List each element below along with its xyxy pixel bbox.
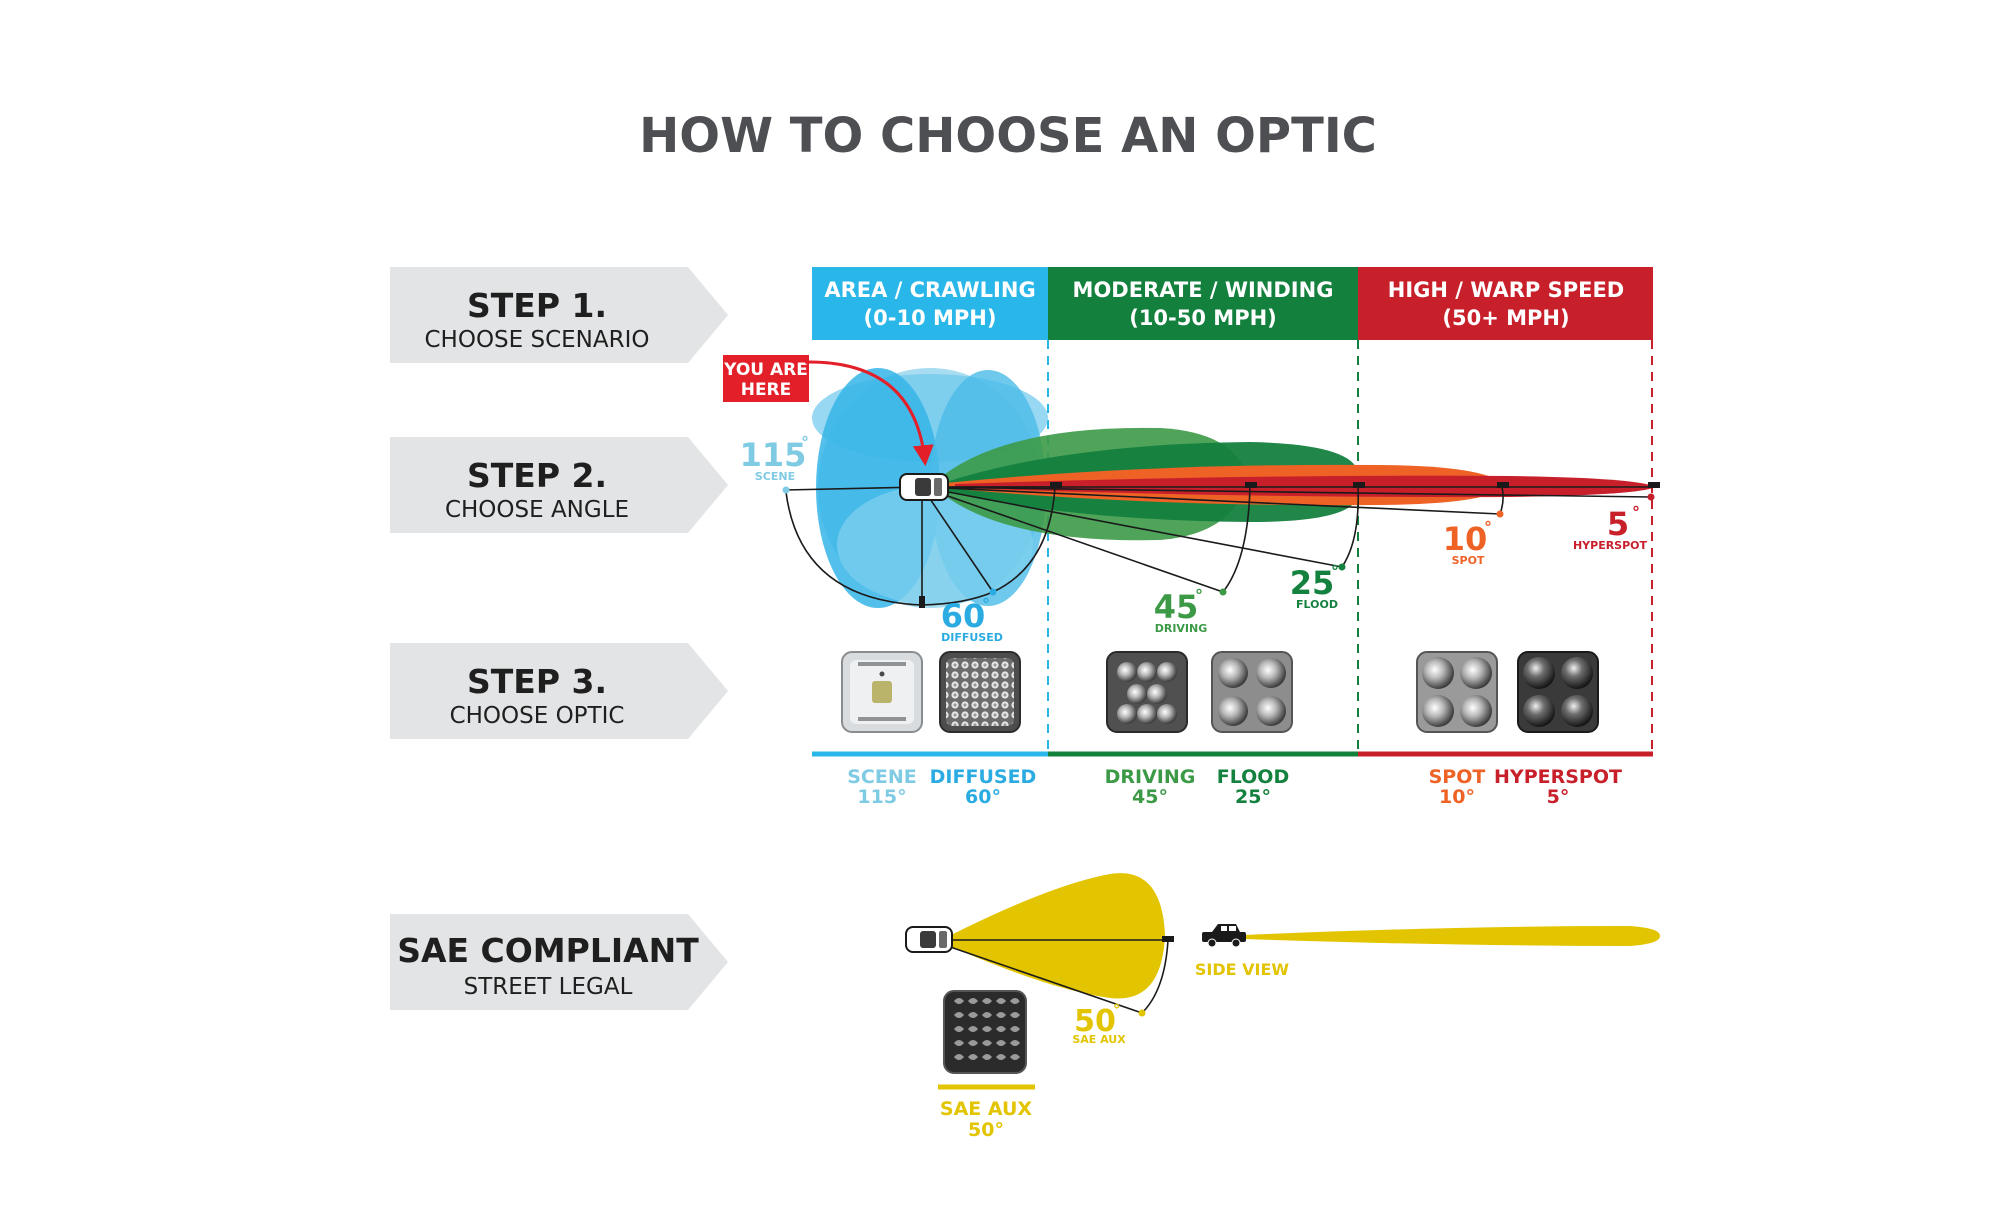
optic-scene-name: SCENE xyxy=(847,766,917,788)
angle-flood-degree: ° xyxy=(1331,562,1339,581)
angle-spot-label: SPOT xyxy=(1452,554,1485,567)
angle-label-flood: 25 ° FLOOD xyxy=(1290,562,1339,611)
sae-optic-name: SAE AUX xyxy=(940,1098,1033,1120)
angle-scene-degree: ° xyxy=(801,433,809,452)
optic-hyperspot-angle: 5° xyxy=(1547,786,1570,808)
step-3-title: STEP 3. xyxy=(467,662,607,701)
sae-optic-angle: 50° xyxy=(968,1119,1004,1141)
angle-arrow-tips xyxy=(782,486,1655,596)
optic-diffused-angle: 60° xyxy=(965,786,1001,808)
step-3-arrow: STEP 3. CHOOSE OPTIC xyxy=(390,643,728,739)
optic-scene-angle: 115° xyxy=(857,786,906,808)
angle-driving-value: 45 xyxy=(1154,588,1199,626)
optic-driving-angle: 45° xyxy=(1132,786,1168,808)
optic-hyperspot-name: HYPERSPOT xyxy=(1494,766,1622,788)
scenario-moderate-line2: (10-50 MPH) xyxy=(1129,306,1277,330)
angle-label-driving: 45 ° DRIVING xyxy=(1154,586,1208,635)
angle-endpoints xyxy=(919,482,1660,608)
optic-spot-image xyxy=(1416,651,1498,733)
step-2-title: STEP 2. xyxy=(467,456,607,495)
optic-diffused-image xyxy=(939,651,1021,733)
angle-spot-value: 10 xyxy=(1443,520,1488,558)
sae-side-beam xyxy=(1245,926,1660,946)
scenario-high-line1: HIGH / WARP SPEED xyxy=(1388,278,1624,302)
sae-arrow: SAE COMPLIANT STREET LEGAL xyxy=(390,914,728,1010)
angle-label-spot: 10 ° SPOT xyxy=(1443,518,1492,567)
angle-hyperspot-value: 5 xyxy=(1607,505,1629,543)
truck-side-icon xyxy=(1202,924,1246,948)
you-are-here-badge: YOU ARE HERE xyxy=(723,355,809,402)
angle-driving-degree: ° xyxy=(1195,586,1203,605)
angle-label-diffused: 60 ° DIFFUSED xyxy=(941,595,1003,644)
angle-diffused-label: DIFFUSED xyxy=(941,631,1003,644)
optic-hyperspot-image xyxy=(1517,651,1599,733)
optic-driving-name: DRIVING xyxy=(1105,766,1196,788)
scenario-area-line1: AREA / CRAWLING xyxy=(824,278,1035,302)
angle-label-hyperspot: 5 ° HYPERSPOT xyxy=(1573,503,1648,552)
step-1-title: STEP 1. xyxy=(467,286,607,325)
sae-subtitle: STREET LEGAL xyxy=(464,974,633,1000)
step-2-arrow: STEP 2. CHOOSE ANGLE xyxy=(390,437,728,533)
you-are-here-line1: YOU ARE xyxy=(723,360,808,380)
optic-names: SCENE 115° DIFFUSED 60° DRIVING 45° FLOO… xyxy=(847,766,1622,808)
optic-spot-angle: 10° xyxy=(1439,786,1475,808)
sae-vehicle-top-view xyxy=(905,926,953,953)
scenario-high-warp: HIGH / WARP SPEED (50+ MPH) xyxy=(1358,267,1653,340)
scenario-moderate-line1: MODERATE / WINDING xyxy=(1073,278,1334,302)
step-1-arrow: STEP 1. CHOOSE SCENARIO xyxy=(390,267,728,363)
optic-flood-name: FLOOD xyxy=(1217,766,1289,788)
angle-driving-label: DRIVING xyxy=(1155,622,1208,635)
optic-flood-image xyxy=(1211,651,1293,733)
angle-label-scene: 115 ° SCENE xyxy=(740,433,809,483)
angle-spot-degree: ° xyxy=(1484,518,1492,537)
optic-flood-angle: 25° xyxy=(1235,786,1271,808)
optic-spot-name: SPOT xyxy=(1429,766,1486,788)
beam-sae-aux xyxy=(945,873,1165,999)
page-title: HOW TO CHOOSE AN OPTIC xyxy=(639,108,1377,164)
step-3-subtitle: CHOOSE OPTIC xyxy=(450,703,625,729)
sae-title: SAE COMPLIANT xyxy=(397,931,699,970)
vehicle-top-view xyxy=(899,473,949,501)
scenario-moderate-winding: MODERATE / WINDING (10-50 MPH) xyxy=(1048,267,1358,340)
sae-angle-value: 50 xyxy=(1074,1004,1116,1039)
angle-scene-value: 115 xyxy=(740,436,807,474)
angle-diffused-degree: ° xyxy=(982,595,990,614)
angle-hyperspot-label: HYPERSPOT xyxy=(1573,539,1648,552)
scenario-area-line2: (0-10 MPH) xyxy=(864,306,997,330)
angle-scene-label: SCENE xyxy=(755,470,795,483)
side-view-label: SIDE VIEW xyxy=(1195,960,1290,979)
angle-flood-value: 25 xyxy=(1290,564,1335,602)
optic-scene-image xyxy=(841,651,923,733)
step-1-subtitle: CHOOSE SCENARIO xyxy=(424,327,649,353)
scenario-high-line2: (50+ MPH) xyxy=(1442,306,1569,330)
optic-driving-image xyxy=(1106,651,1188,733)
sae-angle-label: 50 ° SAE AUX xyxy=(1072,1001,1126,1046)
step-2-subtitle: CHOOSE ANGLE xyxy=(445,497,629,523)
angle-hyperspot-degree: ° xyxy=(1632,503,1640,522)
you-are-here-line2: HERE xyxy=(741,380,792,400)
scenario-area-crawling: AREA / CRAWLING (0-10 MPH) xyxy=(812,267,1048,340)
optic-diffused-name: DIFFUSED xyxy=(930,766,1037,788)
sae-side-view: SIDE VIEW xyxy=(1195,924,1660,979)
optic-sae-aux-image xyxy=(943,990,1027,1074)
sae-angle-degree: ° xyxy=(1113,1001,1121,1019)
angle-diffused-value: 60 xyxy=(941,597,986,635)
you-are-here-arrow xyxy=(804,360,934,467)
sae-angle-label-text: SAE AUX xyxy=(1072,1033,1126,1046)
angle-flood-label: FLOOD xyxy=(1296,598,1338,611)
sae-beam-group xyxy=(905,873,1174,1017)
